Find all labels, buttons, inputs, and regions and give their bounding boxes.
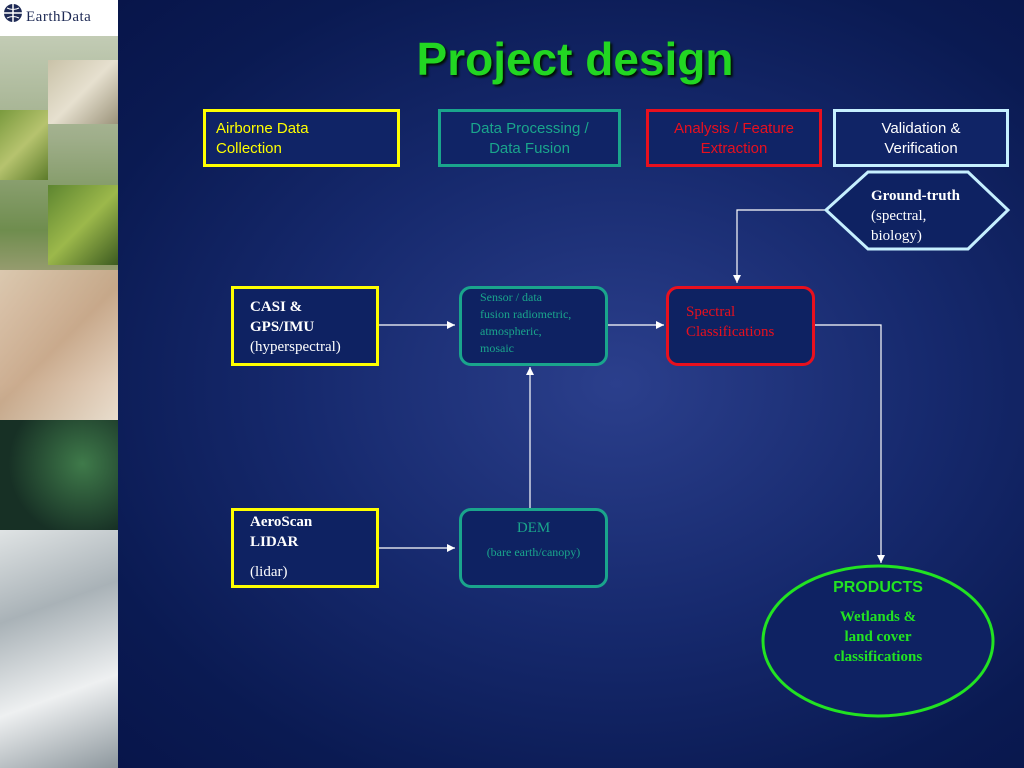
arrow-spectral-to-products: [814, 324, 885, 563]
logo-text: EarthData: [26, 9, 92, 25]
node-text: (spectral,: [871, 208, 927, 224]
node-text: AeroScan: [250, 514, 313, 530]
node-sensor-data-fusion: Sensor / data fusion radiometric, atmosp…: [459, 286, 608, 366]
header-line: Airborne Data: [216, 120, 309, 137]
node-text: GPS/IMU: [250, 319, 315, 335]
node-text: land cover: [844, 629, 912, 645]
header-line: Data Fusion: [489, 140, 570, 157]
imagery-tile: [0, 110, 48, 180]
header-line: Extraction: [700, 140, 768, 157]
node-title: DEM: [516, 520, 551, 536]
header-line: Data Processing /: [470, 120, 589, 137]
header-line: Analysis / Feature: [673, 120, 795, 137]
node-aeroscan-lidar: AeroScan LIDAR (lidar): [231, 508, 379, 588]
node-spectral-classifications: Spectral Classifications: [666, 286, 815, 366]
node-ground-truth: Ground-truth (spectral, biology): [871, 186, 960, 246]
node-text: Ground-truth: [871, 188, 960, 204]
products-ellipse: [761, 564, 995, 718]
node-casi-gps-imu: CASI & GPS/IMU (hyperspectral): [231, 286, 379, 366]
slide-title: Project design: [416, 33, 734, 85]
header-line: Verification: [884, 140, 958, 157]
node-text: (bare earth/canopy): [486, 545, 581, 559]
node-text: (lidar): [250, 564, 288, 580]
node-text: Wetlands &: [839, 609, 917, 625]
imagery-tile: [48, 185, 118, 265]
node-text: LIDAR: [250, 534, 299, 550]
header-data-processing: Data Processing / Data Fusion: [438, 109, 621, 167]
header-analysis-feature-extraction: Analysis / Feature Extraction: [646, 109, 822, 167]
node-text: Classifications: [686, 324, 775, 340]
node-text-block: Wetlands & land cover classifications: [798, 607, 958, 667]
node-title: PRODUCTS: [833, 579, 923, 596]
imagery-tile: [0, 530, 118, 768]
ground-truth-hexagon: [823, 170, 1011, 251]
node-dem: DEM (bare earth/canopy): [459, 508, 608, 588]
node-products: PRODUCTS Wetlands & land cover classific…: [798, 577, 958, 667]
imagery-tile: [0, 420, 118, 530]
header-line: Collection: [216, 140, 282, 157]
decorative-sidebar: [0, 0, 118, 768]
logo: EarthData: [0, 0, 118, 36]
node-text: (hyperspectral): [250, 339, 341, 355]
node-text: Sensor / data: [480, 290, 542, 304]
imagery-tile: [48, 60, 118, 124]
node-text: CASI &: [250, 299, 303, 315]
header-airborne-data-collection: Airborne Data Collection: [203, 109, 400, 167]
arrow-groundtruth-to-spectral: [733, 209, 826, 283]
globe-icon: [4, 4, 22, 22]
node-text: mosaic: [480, 341, 514, 355]
node-text: fusion radiometric,: [480, 307, 572, 321]
node-text: Spectral: [686, 304, 736, 320]
node-text: classifications: [833, 649, 923, 665]
node-text: atmospheric,: [480, 324, 542, 338]
header-line: Validation &: [881, 120, 961, 137]
node-text: biology): [871, 228, 922, 244]
imagery-tile: [0, 270, 118, 420]
header-validation-verification: Validation & Verification: [833, 109, 1009, 167]
